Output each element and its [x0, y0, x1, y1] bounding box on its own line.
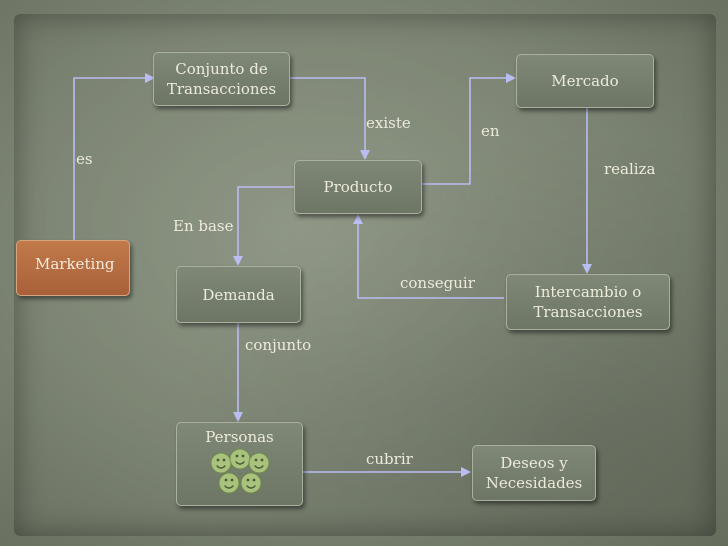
edge-label-es: es — [76, 150, 93, 168]
edge-intercambio-producto — [353, 214, 504, 299]
node-conjunto-line2: Transacciones — [166, 80, 277, 98]
node-mercado-label: Mercado — [551, 72, 619, 90]
edge-label-conseguir: conseguir — [400, 274, 475, 292]
edge-label-en-base: En base — [173, 217, 234, 235]
edge-label-cubrir: cubrir — [366, 450, 413, 468]
node-producto: Producto — [294, 160, 422, 214]
node-intercambio-line2: Transacciones — [533, 303, 643, 321]
edge-producto-demanda — [233, 186, 294, 266]
node-deseos-line2: Necesidades — [485, 474, 583, 492]
node-intercambio-o-transacciones: Intercambio o Transacciones — [506, 274, 670, 330]
node-personas: Personas — [176, 422, 303, 506]
node-demanda: Demanda — [176, 266, 301, 323]
edge-producto-mercado — [422, 73, 516, 185]
node-deseos-line1: Deseos y — [500, 454, 568, 472]
edge-label-realiza: realiza — [604, 160, 656, 178]
edge-label-conjunto: conjunto — [245, 336, 312, 354]
node-marketing: Marketing — [16, 240, 130, 296]
edge-marketing-conjunto — [73, 73, 155, 240]
node-conjunto-line1: Conjunto de — [175, 60, 268, 78]
node-conjunto-de-transacciones: Conjunto de Transacciones — [153, 52, 290, 106]
node-personas-label: Personas — [205, 428, 274, 446]
edge-conjunto-producto — [290, 77, 370, 160]
node-intercambio-line1: Intercambio o — [534, 283, 642, 301]
node-deseos-y-necesidades: Deseos y Necesidades — [472, 445, 596, 501]
edge-label-existe: existe — [366, 114, 411, 132]
node-producto-label: Producto — [323, 178, 393, 196]
smiley-group-icon — [210, 449, 269, 494]
edge-label-en: en — [481, 122, 500, 140]
node-marketing-label: Marketing — [35, 255, 115, 273]
node-demanda-label: Demanda — [202, 285, 275, 304]
node-mercado: Mercado — [516, 54, 654, 108]
